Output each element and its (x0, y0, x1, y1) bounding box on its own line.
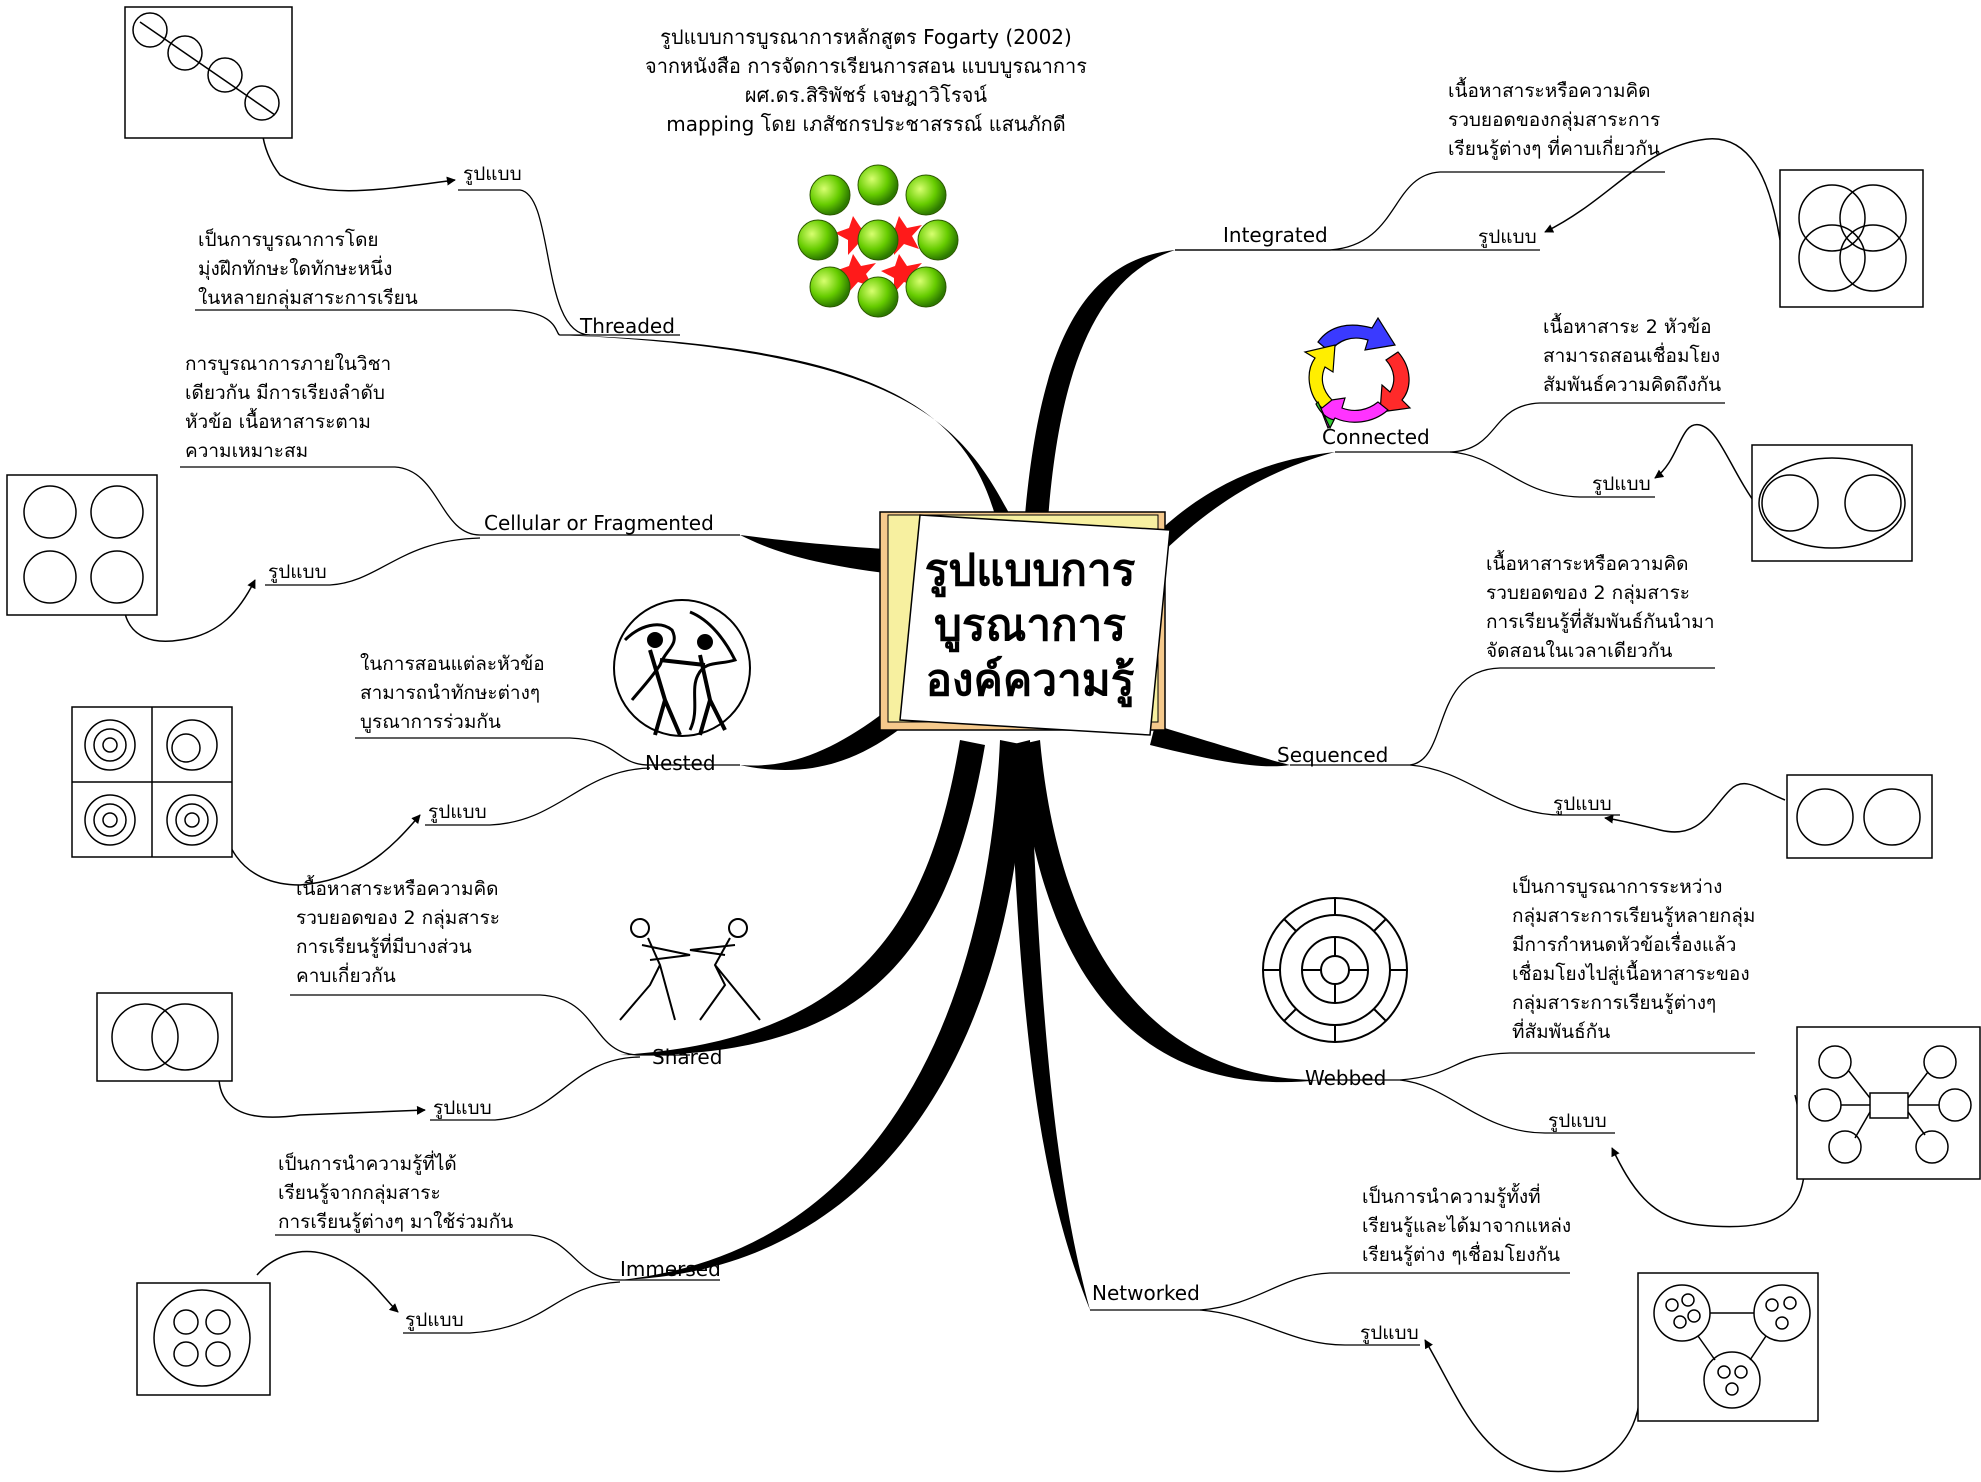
branch-shared: Shared (652, 1045, 722, 1069)
desc-webbed-4: เชื่อมโยงไปสู่เนื้อหาสาระของ (1512, 960, 1750, 985)
desc-connected-1: เนื้อหาสาระ 2 หัวข้อ (1543, 313, 1712, 338)
desc-threaded-1: เป็นการบูรณาการโดย (198, 227, 379, 251)
desc-immersed-2: เรียนรู้จากกลุ่มสาระ (278, 1182, 441, 1205)
desc-cellular-2: เดียวกัน มีการเรียงลำดับ (185, 382, 385, 404)
connector-lines (180, 171, 1755, 1346)
globe-icon (613, 599, 751, 737)
center-line-2: บูรณาการ (934, 600, 1126, 652)
immersed-picture (136, 1282, 271, 1396)
desc-connected-3: สัมพันธ์ความคิดถึงกัน (1543, 374, 1721, 396)
desc-cellular-3: หัวข้อ เนื้อหาสาระตาม (185, 408, 371, 433)
descriptions: เป็นการบูรณาการโดย มุ่งฝึกทักษะใดทักษะหน… (185, 77, 1755, 1266)
pattern-label-threaded: รูปแบบ (463, 163, 522, 185)
pattern-label-connected: รูปแบบ (1592, 473, 1651, 495)
desc-webbed-3: มีการกำหนดหัวข้อเรื่องแล้ว (1512, 931, 1736, 956)
threaded-picture (124, 6, 293, 139)
desc-sequenced-2: รวบยอดของ 2 กลุ่มสาระ (1486, 582, 1690, 605)
desc-webbed-6: ที่สัมพันธ์กัน (1512, 1018, 1610, 1043)
desc-sequenced-3: การเรียนรู้ที่สัมพันธ์กันนำมา (1486, 608, 1715, 633)
branch-cellular: Cellular or Fragmented (484, 511, 714, 535)
pattern-label-cellular: รูปแบบ (268, 561, 327, 583)
pattern-label-immersed: รูปแบบ (405, 1309, 464, 1331)
desc-nested-1: ในการสอนแต่ละหัวข้อ (360, 653, 545, 675)
header-line-3: ผศ.ดร.สิริพัชร์ เจษฎาวิโรจน์ (745, 83, 987, 107)
integrated-picture (1779, 169, 1924, 308)
desc-networked-1: เป็นการนำความรู้ทั้งที่ (1362, 1183, 1541, 1208)
two-people-icon (619, 918, 761, 1021)
branch-networked: Networked (1092, 1281, 1200, 1305)
header-line-2: จากหนังสือ การจัดการเรียนการสอน แบบบูรณา… (645, 54, 1087, 79)
branch-webbed: Webbed (1305, 1066, 1386, 1090)
desc-shared-1: เนื้อหาสาระหรือความคิด (296, 875, 499, 900)
cycle-arrows-icon (1303, 316, 1412, 430)
pattern-label-webbed: รูปแบบ (1548, 1110, 1607, 1132)
networked-picture (1637, 1272, 1819, 1422)
desc-threaded-2: มุ่งฝึกทักษะใดทักษะหนึ่ง (198, 255, 392, 281)
desc-integrated-1: เนื้อหาสาระหรือความคิด (1448, 77, 1651, 102)
desc-shared-4: คาบเกี่ยวกัน (296, 962, 396, 987)
shared-picture (96, 992, 233, 1082)
desc-connected-2: สามารถสอนเชื่อมโยง (1543, 342, 1720, 367)
desc-cellular-1: การบูรณาการภายในวิชา (185, 353, 391, 375)
branch-immersed: Immersed (620, 1257, 721, 1281)
center-line-1: รูปแบบการ (925, 545, 1136, 597)
wheel-icon (1262, 897, 1408, 1043)
branch-sequenced: Sequenced (1277, 743, 1388, 767)
pattern-label-shared: รูปแบบ (433, 1097, 492, 1119)
desc-threaded-3: ในหลายกลุ่มสาระการเรียน (198, 287, 418, 310)
branch-threaded: Threaded (579, 314, 675, 338)
desc-sequenced-1: เนื้อหาสาระหรือความคิด (1486, 550, 1689, 575)
desc-shared-3: การเรียนรู้ที่มีบางส่วน (296, 933, 472, 958)
desc-networked-2: เรียนรู้และได้มาจากแหล่ง (1362, 1215, 1571, 1237)
center-note: รูปแบบการ บูรณาการ องค์ความรู้ (879, 511, 1171, 736)
desc-nested-2: สามารถนำทักษะต่างๆ (360, 682, 540, 704)
desc-cellular-4: ความเหมาะสม (185, 440, 308, 462)
header-line-4: mapping โดย เภสัชกรประชาสรรณ์ แสนภักดี (666, 112, 1066, 136)
desc-webbed-1: เป็นการบูรณาการระหว่าง (1512, 874, 1722, 898)
pattern-label-sequenced: รูปแบบ (1553, 793, 1612, 815)
nested-picture (71, 706, 233, 858)
branch-integrated: Integrated (1223, 223, 1328, 247)
pattern-label-networked: รูปแบบ (1360, 1322, 1419, 1344)
header: รูปแบบการบูรณาการหลักสูตร Fogarty (2002)… (645, 25, 1087, 136)
pattern-labels: รูปแบบ รูปแบบ รูปแบบ รูปแบบ รูปแบบ รูปแบ… (268, 163, 1651, 1344)
green-balls-icon (797, 164, 959, 318)
main-branches (560, 250, 1335, 1310)
desc-webbed-2: กลุ่มสาระการเรียนรู้หลายกลุ่ม (1512, 905, 1755, 928)
sequenced-picture (1786, 774, 1933, 859)
branch-names: Threaded Cellular or Fragmented Nested S… (484, 223, 1430, 1305)
connected-picture (1751, 444, 1913, 562)
cellular-picture (6, 474, 158, 616)
desc-networked-3: เรียนรู้ต่าง ๆเชื่อมโยงกัน (1362, 1241, 1560, 1266)
desc-immersed-1: เป็นการนำความรู้ที่ได้ (278, 1150, 457, 1175)
pattern-label-nested: รูปแบบ (428, 801, 487, 823)
pattern-label-integrated: รูปแบบ (1478, 226, 1537, 248)
desc-nested-3: บูรณาการร่วมกัน (360, 711, 501, 733)
branch-connected: Connected (1322, 425, 1430, 449)
desc-immersed-3: การเรียนรู้ต่างๆ มาใช้ร่วมกัน (278, 1211, 513, 1233)
desc-integrated-3: เรียนรู้ต่างๆ ที่คาบเกี่ยวกัน (1448, 135, 1660, 160)
center-line-3: องค์ความรู้ (926, 655, 1135, 707)
desc-shared-2: รวบยอดของ 2 กลุ่มสาระ (296, 907, 500, 930)
desc-sequenced-4: จัดสอนในเวลาเดียวกัน (1486, 640, 1672, 662)
desc-webbed-5: กลุ่มสาระการเรียนรู้ต่างๆ (1512, 992, 1716, 1015)
desc-integrated-2: รวบยอดของกลุ่มสาระการ (1448, 109, 1660, 132)
webbed-picture (1796, 1026, 1981, 1180)
header-line-1: รูปแบบการบูรณาการหลักสูตร Fogarty (2002) (660, 25, 1072, 50)
branch-nested: Nested (645, 751, 716, 775)
